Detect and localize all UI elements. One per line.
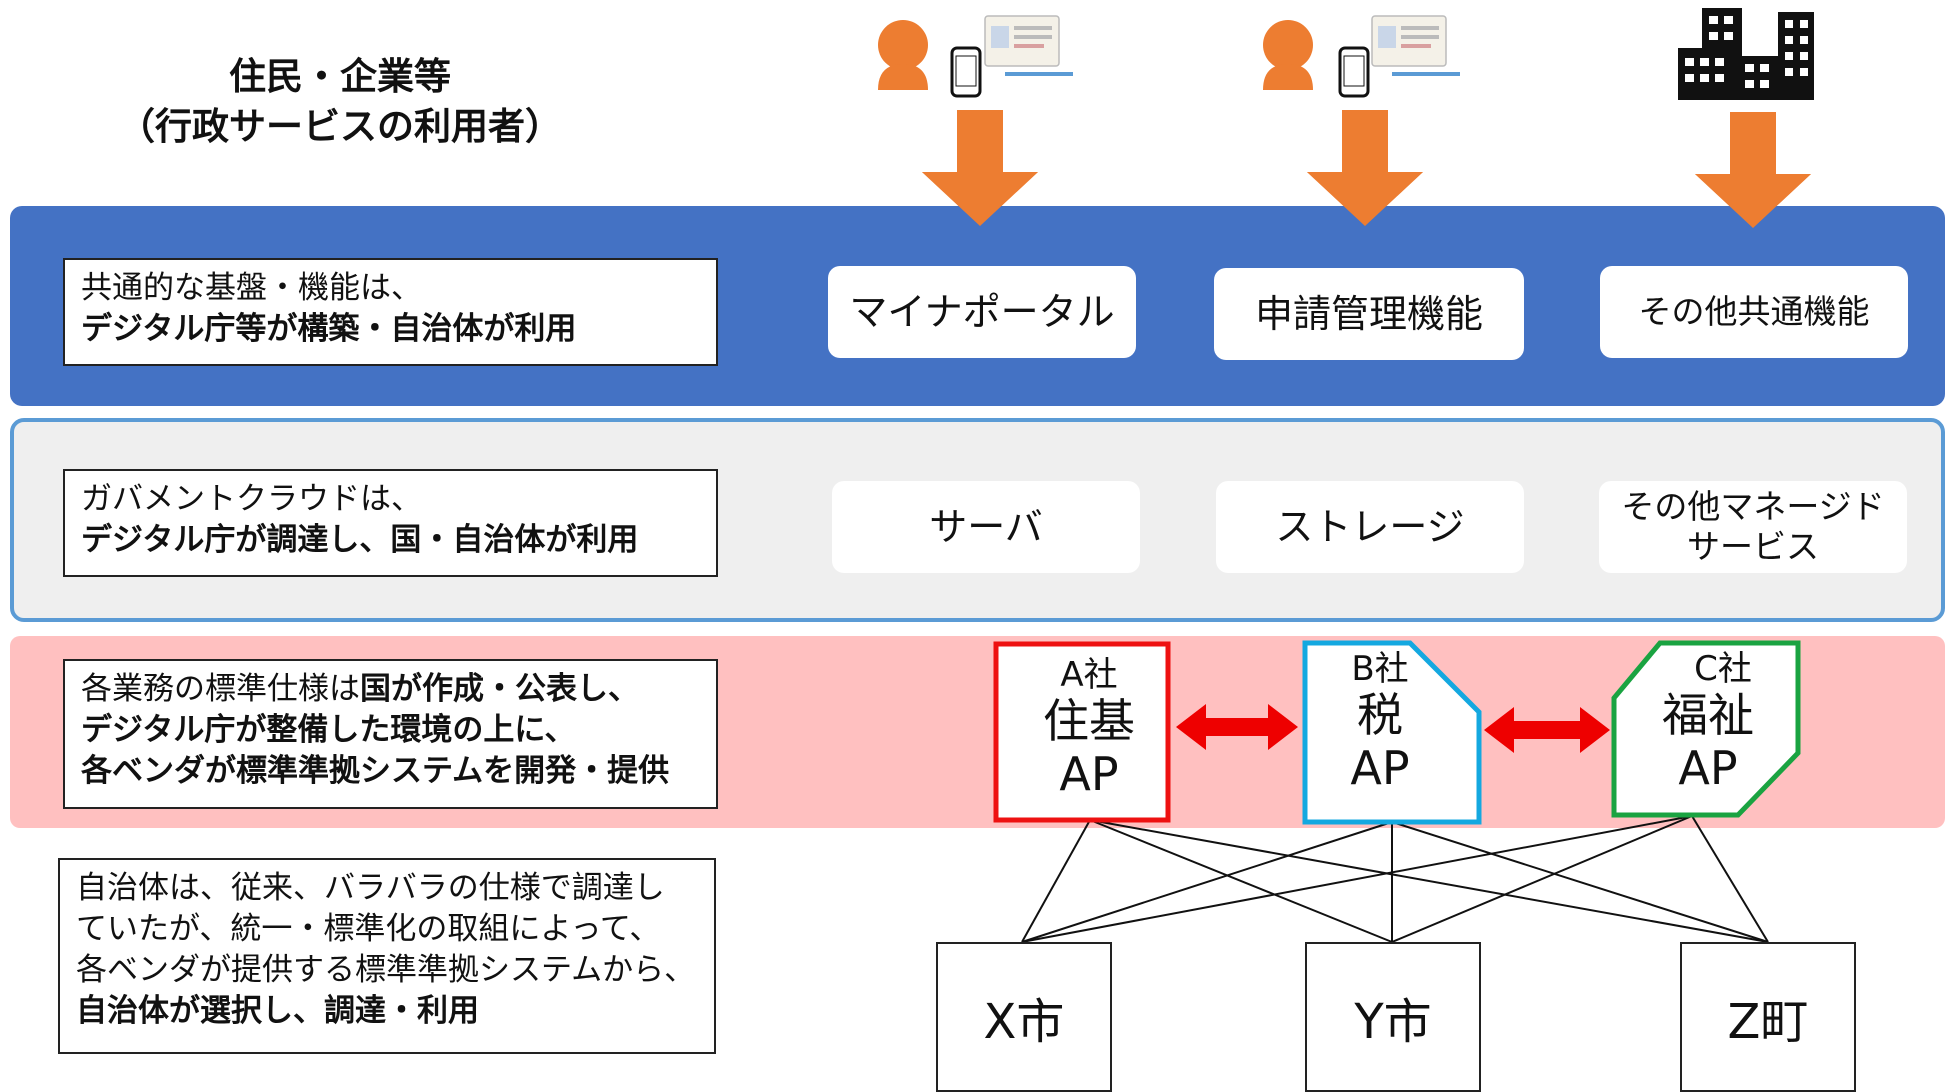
muni-note-line1: 自治体は、従来、バラバラの仕様で調達し <box>76 870 665 906</box>
app-b-label: B社 税 AP <box>1300 649 1460 795</box>
users-title-line2: （行政サービスの利用者） <box>118 105 562 148</box>
cloud-note-line2: デジタル庁が調達し、国・自治体が利用 <box>81 522 639 558</box>
managed-services-box: その他マネージド サービス <box>1599 481 1907 573</box>
app-a-company: A社 <box>1060 655 1118 695</box>
double-arrow-icon <box>1176 704 1298 750</box>
person-icon <box>878 20 928 90</box>
app-a-label: A社 住基 AP <box>1000 655 1178 801</box>
app-b-suffix: AP <box>1350 740 1410 795</box>
double-arrows <box>1176 704 1610 753</box>
muni-note-line2: ていたが、統一・標準化の取組によって、 <box>76 911 661 947</box>
managed-services-line1: その他マネージド <box>1621 487 1885 526</box>
storage-box: ストレージ <box>1216 481 1524 573</box>
person-icon <box>1263 20 1313 90</box>
app-c-box <box>1611 640 1801 818</box>
application-management-box: 申請管理機能 <box>1214 268 1524 360</box>
app-b-company: B社 <box>1351 649 1409 689</box>
apps-note-line1-bold: 国が作成・公表し、 <box>360 671 639 707</box>
app-c-suffix: AP <box>1678 740 1738 795</box>
municipalities-note: 自治体は、従来、バラバラの仕様で調達し ていたが、統一・標準化の取組によって、 … <box>58 858 716 1054</box>
municipality-z-box: Z町 <box>1680 942 1856 1092</box>
apps-note-line1-plain: 各業務の標準仕様は <box>81 671 360 707</box>
cloud-note-line1: ガバメントクラウドは、 <box>81 481 422 517</box>
server-box: サーバ <box>832 481 1140 573</box>
smartphone-icon <box>950 46 982 98</box>
myna-portal-box: マイナポータル <box>828 266 1136 358</box>
app-c-label: C社 福祉 AP <box>1628 649 1788 795</box>
id-card-icon <box>1371 15 1460 76</box>
platform-note: 共通的な基盤・機能は、 デジタル庁等が構築・自治体が利用 <box>63 258 718 366</box>
users-title-line1: 住民・企業等 <box>229 55 451 98</box>
standard-apps-note: 各業務の標準仕様は国が作成・公表し、 デジタル庁が整備した環境の上に、 各ベンダ… <box>63 659 718 809</box>
users-heading: 住民・企業等 （行政サービスの利用者） <box>60 52 620 152</box>
apps-note-line2: デジタル庁が整備した環境の上に、 <box>81 712 576 748</box>
app-a-suffix: AP <box>1059 746 1119 801</box>
apps-note-line3: 各ベンダが標準準拠システムを開発・提供 <box>81 753 670 789</box>
managed-services-line2: サービス <box>1687 527 1819 566</box>
app-b-name: 税 <box>1357 688 1403 743</box>
app-c-name: 福祉 <box>1662 688 1754 743</box>
app-a-name: 住基 <box>1043 694 1135 749</box>
municipality-y-box: Y市 <box>1305 942 1481 1092</box>
arrow-tips <box>922 172 1811 228</box>
smartphone-icon <box>1338 46 1370 98</box>
platform-note-line2: デジタル庁等が構築・自治体が利用 <box>81 311 577 347</box>
buildings-icon <box>1678 8 1814 100</box>
muni-note-line3: 各ベンダが提供する標準準拠システムから、 <box>76 952 696 988</box>
id-card-icon <box>984 15 1073 76</box>
app-c-company: C社 <box>1694 649 1752 689</box>
cloud-note: ガバメントクラウドは、 デジタル庁が調達し、国・自治体が利用 <box>63 469 718 577</box>
app-b-box <box>1302 640 1482 825</box>
municipality-x-box: X市 <box>936 942 1112 1092</box>
other-common-functions-box: その他共通機能 <box>1600 266 1908 358</box>
app-a-box <box>993 641 1171 823</box>
connection-lines <box>1021 815 1769 943</box>
double-arrow-icon <box>1484 707 1610 753</box>
platform-note-line1: 共通的な基盤・機能は、 <box>81 270 422 306</box>
muni-note-line4: 自治体が選択し、調達・利用 <box>76 993 479 1029</box>
